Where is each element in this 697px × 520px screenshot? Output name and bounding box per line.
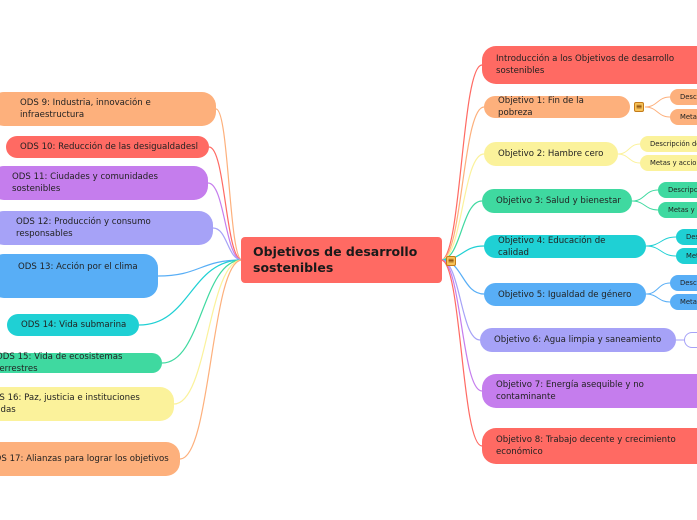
topic-objetivo-8[interactable]: Objetivo 8: Trabajo decente y crecimient… [482,428,697,464]
sub-connector-line [617,153,641,164]
subtopic-label: Metas y acciones [650,159,697,167]
topic-label: Objetivo 3: Salud y bienestar [496,196,621,206]
connector-line [173,259,243,405]
topic-ods-15[interactable]: ODS 15: Vida de ecosistemas terrestres [0,352,162,374]
connector-line [212,227,243,261]
topic-label: ODS 16: Paz, justicia e instituciones só… [0,393,140,415]
subtopic-label: Descripción del objetivo [680,279,697,287]
topic-label: Objetivo 2: Hambre cero [498,149,604,159]
subtopic-label: Metas y acciones [686,252,697,260]
topic-label: ODS 11: Ciudades y comunidades sostenibl… [12,172,159,194]
topic-objetivo-7[interactable]: Objetivo 7: Energía asequible y no conta… [482,374,697,408]
topic-objetivo-4[interactable]: Objetivo 4: Educación de calidad [484,235,646,258]
subtopic-label: Metas y acciones [680,113,697,121]
subtopic-metas[interactable]: Metas y acciones [640,155,697,171]
topic-label: Objetivo 8: Trabajo decente y crecimient… [496,435,676,457]
central-topic-label: Objetivos de desarrollo sostenibles [253,244,418,275]
menu-icon[interactable]: ≡ [634,102,644,112]
connector-line [161,259,243,364]
topic-ods-16[interactable]: ODS 16: Paz, justicia e instituciones só… [0,387,174,421]
topic-label: Objetivo 1: Fin de la pobreza [498,96,584,118]
subtopic-label: Descripción del objetivo [668,186,697,194]
topic-label: Objetivo 6: Agua limpia y saneamiento [494,335,662,345]
connector-line [207,182,243,261]
topic-introduccion[interactable]: Introducción a los Objetivos de desarrol… [482,46,697,84]
subtopic-metas[interactable]: Metas y acciones [676,248,697,264]
connector-line [440,64,483,261]
topic-ods-9[interactable]: ODS 9: Industria, innovación e infraestr… [0,92,216,126]
topic-label: ODS 9: Industria, innovación e infraestr… [20,98,151,120]
topic-ods-13[interactable]: ODS 13: Acción por el clima [0,254,158,298]
connector-line [138,259,243,326]
topic-objetivo-6[interactable]: Objetivo 6: Agua limpia y saneamiento [480,328,676,352]
topic-label: ODS 17: Alianzas para lograr los objetiv… [0,454,169,464]
connector-line [179,259,243,460]
subtopic-descripcion[interactable]: Descripción del objetivo [640,136,697,152]
topic-label: ODS 15: Vida de ecosistemas terrestres [0,352,123,374]
sub-connector-line [644,96,671,108]
connector-line [440,259,483,392]
connector-line [440,259,481,341]
topic-ods-10[interactable]: ODS 10: Reducción de las desigualdadesl [6,136,209,158]
subtopic-label: Descripción del objetivo [686,233,697,241]
connector-line [440,245,485,261]
sub-connector-line [644,106,671,118]
topic-ods-12[interactable]: ODS 12: Producción y consumo responsable… [0,211,213,245]
subtopic-descripcion[interactable]: Descripción del objetivo [670,275,697,291]
sub-connector-line [617,143,641,155]
subtopic-descripcion[interactable]: Descripción del objetivo [670,89,697,105]
sub-connector-line [645,236,677,247]
connector-line [440,153,485,261]
sub-connector-line [645,293,671,303]
subtopic-label: Descripción del objetivo [680,93,697,101]
topic-label: Objetivo 5: Igualdad de género [498,289,632,300]
subtopic-descripcion[interactable]: Descripción del objetivo [676,229,697,245]
topic-label: Objetivo 4: Educación de calidad [498,235,606,258]
topic-label: Objetivo 7: Energía asequible y no conta… [496,380,644,402]
sub-connector-line [631,189,659,202]
topic-label: ODS 12: Producción y consumo responsable… [16,217,151,239]
topic-ods-17[interactable]: ODS 17: Alianzas para lograr los objetiv… [0,442,180,476]
subtopic-label: Metas y acciones [680,298,697,306]
sub-connector-line [645,282,671,295]
subtopic-metas[interactable]: Metas y acciones [670,294,697,310]
subtopic-label: Descripción del objetivo [650,140,697,148]
topic-objetivo-2[interactable]: Objetivo 2: Hambre cero [484,142,618,166]
sub-connector-line [631,200,659,211]
subtopic-metas[interactable]: Metas y acciones [658,202,697,218]
topic-label: ODS 10: Reducción de las desigualdadesl [20,142,199,152]
topic-objetivo-1[interactable]: Objetivo 1: Fin de la pobreza [484,96,630,118]
subtopic-descripcion[interactable]: Descripción del objetivo [658,182,697,198]
topic-ods-14[interactable]: ODS 14: Vida submarina [7,314,139,336]
central-topic[interactable]: Objetivos de desarrollo sostenibles [241,237,442,283]
subtopic-metas[interactable]: Metas y acciones [670,109,697,125]
topic-ods-11[interactable]: ODS 11: Ciudades y comunidades sostenibl… [0,166,208,200]
connector-line [440,106,485,261]
topic-label: ODS 13: Acción por el clima [18,262,138,272]
subtopic-label: Metas y acciones [668,206,697,214]
topic-label: ODS 14: Vida submarina [21,320,127,330]
topic-label: Introducción a los Objetivos de desarrol… [496,54,675,76]
topic-objetivo-3[interactable]: Objetivo 3: Salud y bienestar [482,189,632,213]
connector-line [208,146,243,261]
connector-line [440,259,483,447]
subtopic-empty[interactable] [684,332,697,348]
menu-icon[interactable]: ≡ [446,256,456,266]
connector-line [157,259,243,277]
topic-objetivo-5[interactable]: Objetivo 5: Igualdad de género [484,283,646,306]
connector-line [215,108,243,261]
sub-connector-line [645,245,677,257]
